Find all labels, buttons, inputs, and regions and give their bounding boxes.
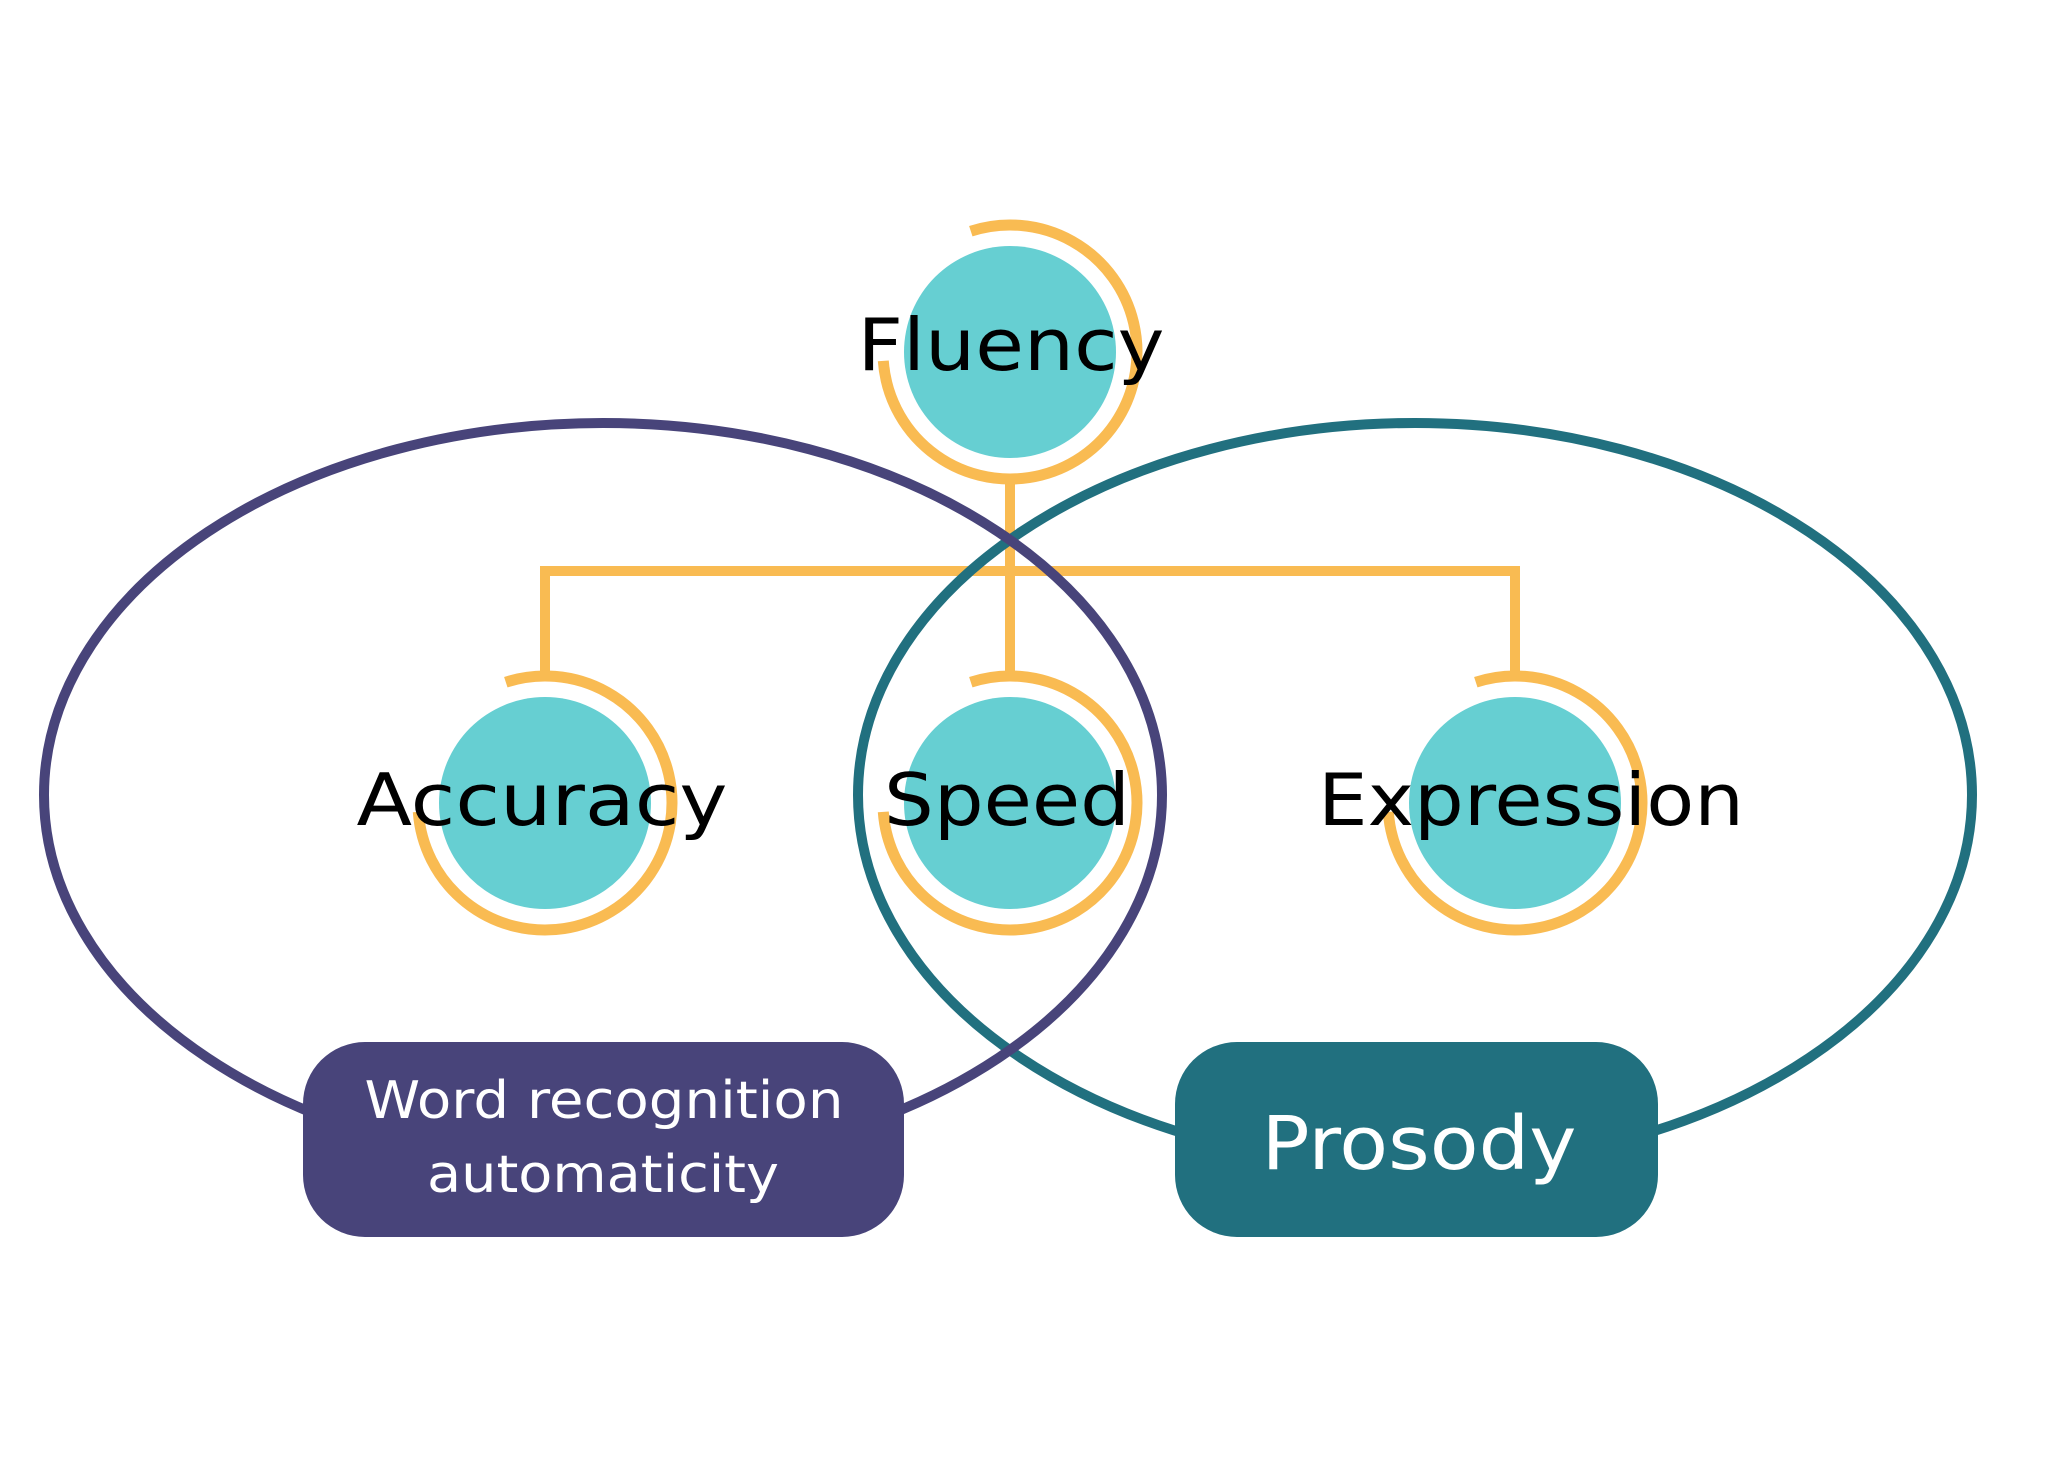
node-ring-speed <box>877 670 1143 936</box>
node-label-accuracy: Accuracy <box>357 758 728 842</box>
group-label-line-1: Word recognition <box>365 1071 844 1131</box>
node-ring-fluency <box>877 219 1143 485</box>
connectors <box>540 480 1520 676</box>
node-disc-expression <box>1409 697 1621 909</box>
node-disc-fluency <box>904 246 1116 458</box>
node-fluency <box>877 219 1143 485</box>
node-ring-accuracy <box>412 670 678 936</box>
group-label-prosody-text: Prosody <box>1262 1101 1577 1187</box>
node-disc-speed <box>904 697 1116 909</box>
node-expression <box>1382 670 1648 936</box>
group-box-prosody <box>1175 1042 1658 1237</box>
node-ring-expression <box>1382 670 1648 936</box>
node-label-expression: Expression <box>1318 758 1744 842</box>
node-label-fluency: Fluency <box>858 303 1165 387</box>
group-label-line-2: automaticity <box>427 1145 779 1205</box>
node-accuracy <box>412 670 678 936</box>
group-label-word-recognition: Word recognition automaticity <box>303 1042 904 1237</box>
node-disc-accuracy <box>439 697 651 909</box>
group-box-word-recognition <box>303 1042 904 1237</box>
node-speed <box>877 670 1143 936</box>
node-label-speed: Speed <box>884 758 1130 842</box>
group-label-prosody: Prosody <box>1175 1042 1658 1237</box>
